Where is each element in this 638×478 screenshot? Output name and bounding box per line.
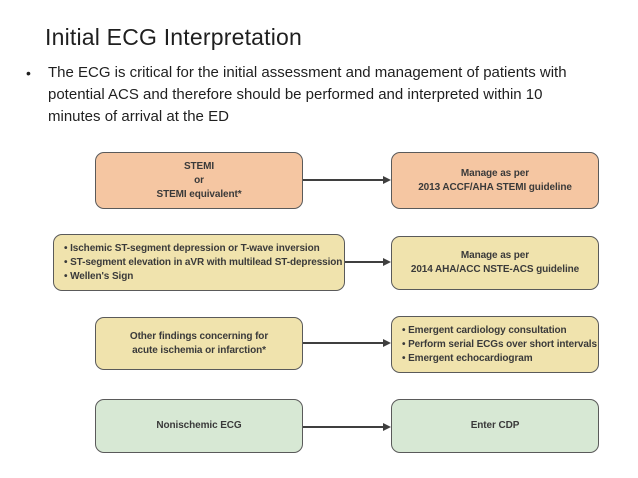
- flow-box-nonischemic-target: Enter CDP: [391, 399, 599, 453]
- flow-arrow-row1: [303, 176, 391, 184]
- bullet-marker: •: [26, 65, 31, 81]
- flow-arrow-row2: [345, 258, 391, 266]
- bullet-text: The ECG is critical for the initial asse…: [48, 64, 567, 125]
- flow-arrow-row4: [303, 423, 391, 431]
- flow-arrow-row3: [303, 339, 391, 347]
- slide-title: Initial ECG Interpretation: [45, 24, 303, 50]
- flow-box-stemi-source: STEMI or STEMI equivalent*: [95, 152, 303, 209]
- flow-box-other-findings-target: • Emergent cardiology consultation • Per…: [391, 316, 599, 373]
- bullet-paragraph: • The ECG is critical for the initial as…: [26, 62, 611, 128]
- flow-box-ischemic-target: Manage as per 2014 AHA/ACC NSTE-ACS guid…: [391, 236, 599, 290]
- flow-box-nonischemic-source: Nonischemic ECG: [95, 399, 303, 453]
- flow-box-ischemic-source: • Ischemic ST-segment depression or T-wa…: [53, 234, 345, 291]
- flow-box-stemi-target: Manage as per 2013 ACCF/AHA STEMI guidel…: [391, 152, 599, 209]
- flow-box-other-findings-source: Other findings concerning for acute isch…: [95, 317, 303, 370]
